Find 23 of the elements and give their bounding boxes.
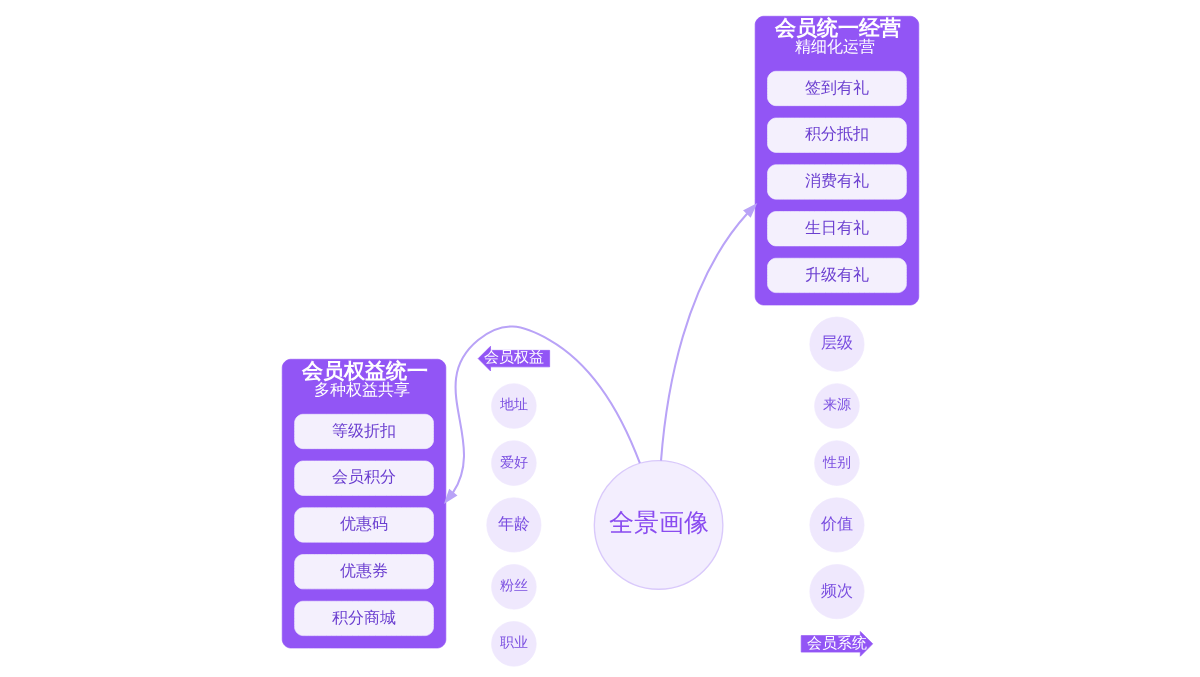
node-circle: 价值 xyxy=(808,497,864,553)
node-box: 积分商城 xyxy=(293,600,434,636)
arrow xyxy=(443,325,641,505)
arrow xyxy=(659,203,757,461)
node-box: 会员积分 xyxy=(293,460,434,496)
node-circle: 全景画像 xyxy=(593,460,724,590)
node-box: 升级有礼 xyxy=(766,257,907,293)
node-circle: 职业 xyxy=(490,621,537,667)
node-box: 签到有礼 xyxy=(766,70,907,106)
node-circle: 年龄 xyxy=(485,497,541,553)
node-circle: 层级 xyxy=(808,316,864,372)
node-box: 优惠券 xyxy=(293,554,434,590)
node-circle: 地址 xyxy=(490,383,537,429)
node-circle: 来源 xyxy=(813,383,860,429)
node-box: 生日有礼 xyxy=(766,211,907,247)
node-circle: 粉丝 xyxy=(490,564,537,610)
node-box: 消费有礼 xyxy=(766,164,907,200)
node-box: 等级折扣 xyxy=(293,413,434,449)
node-circle: 频次 xyxy=(808,564,864,620)
node-circle: 爱好 xyxy=(490,440,537,486)
node-circle: 性别 xyxy=(813,440,860,486)
node-box: 优惠码 xyxy=(293,507,434,543)
node-box: 积分抵扣 xyxy=(766,117,907,153)
